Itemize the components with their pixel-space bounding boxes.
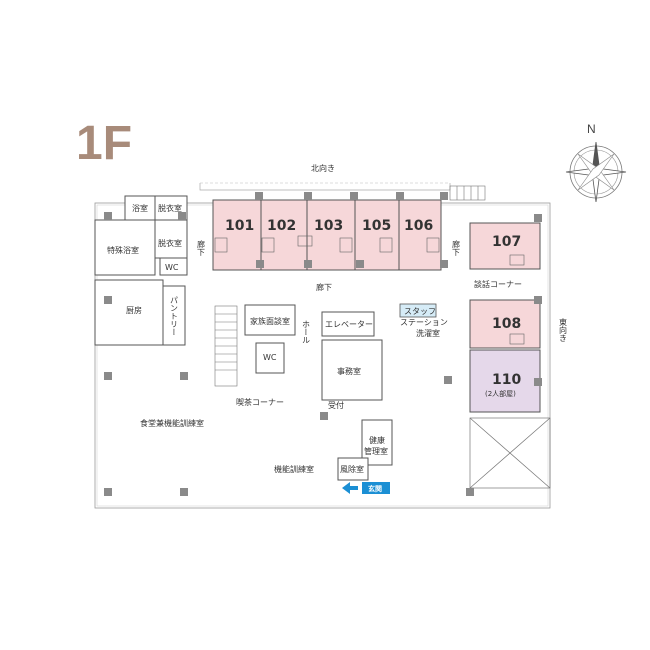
bath-block: 浴室 脱衣室 脱衣室 特殊浴室 WC [94,195,188,276]
dining-label: 食堂兼機能訓練室 [140,418,204,428]
room-110-note: (2人部屋) [485,389,516,398]
floor-label: 1F [76,117,133,170]
corridor-left-label: 廊下 [197,239,206,257]
kitchen: 厨房 パントリー [94,279,186,346]
bath-label: 浴室 [132,203,148,213]
dressing-room-1-label: 脱衣室 [158,203,182,213]
elevator: エレベーター [321,311,375,337]
entrance-label: 玄関 [368,484,382,493]
room-101-number: 101 [225,218,254,234]
pantry-label: パントリー [170,296,179,336]
room-103-number: 103 [314,218,343,234]
wc-2-label: WC [263,353,277,362]
corridor-right-label: 廊下 [452,239,461,257]
room-110-number: 110 [492,372,521,388]
room-106-number: 106 [404,218,433,234]
staff-station: スタッフ ステーション 洗濯室 [399,303,448,338]
talk-corner-label: 談話コーナー [474,279,522,289]
room-107-number: 107 [492,234,521,250]
windbreak-room: 風除室 [337,457,369,481]
corridor-center-label: 廊下 [316,282,332,292]
staff-station-label-2: ステーション [400,318,448,327]
training-label: 機能訓練室 [274,464,314,474]
east-direction-label: 東向き [559,317,568,342]
reception-label: 受付 [328,400,344,410]
dressing-room-2-label: 脱衣室 [158,238,182,248]
kitchen-label: 厨房 [126,305,142,315]
tea-corner-label: 喫茶コーナー [236,397,284,407]
room-107: 107 [469,222,541,270]
compass-icon [565,141,627,203]
office-label: 事務室 [337,366,361,376]
wc-1-label: WC [165,263,179,272]
health-label-1: 健康 [369,435,385,445]
room-101: 101 [212,199,262,271]
family-room-label: 家族面談室 [250,316,290,326]
room-110: 110 (2人部屋) [469,349,541,413]
room-102: 102 [260,199,308,271]
health-label-2: 管理室 [364,446,388,456]
structural-columns [104,192,542,496]
office: 事務室 受付 [321,339,383,410]
windbreak-room-label: 風除室 [340,464,364,474]
elevator-label: エレベーター [325,320,373,329]
laundry-label: 洗濯室 [416,328,440,338]
stairs-icon [214,185,486,387]
north-direction-label: 北向き [311,163,335,173]
room-105-number: 105 [362,218,391,234]
hall-label: ホール [302,320,311,344]
family-room: 家族面談室 [244,304,296,336]
east-annex [469,417,551,489]
room-103: 103 [306,199,356,271]
special-bath-label: 特殊浴室 [107,245,139,255]
room-105: 105 [354,199,400,271]
wc-2: WC [255,342,285,374]
room-108: 108 [469,299,541,349]
room-102-number: 102 [267,218,296,234]
entrance: 玄関 [342,482,390,494]
staff-station-label-1: スタッフ [404,307,436,316]
room-108-number: 108 [492,316,521,332]
compass-north-label: N [587,122,596,136]
room-106: 106 [398,199,442,271]
